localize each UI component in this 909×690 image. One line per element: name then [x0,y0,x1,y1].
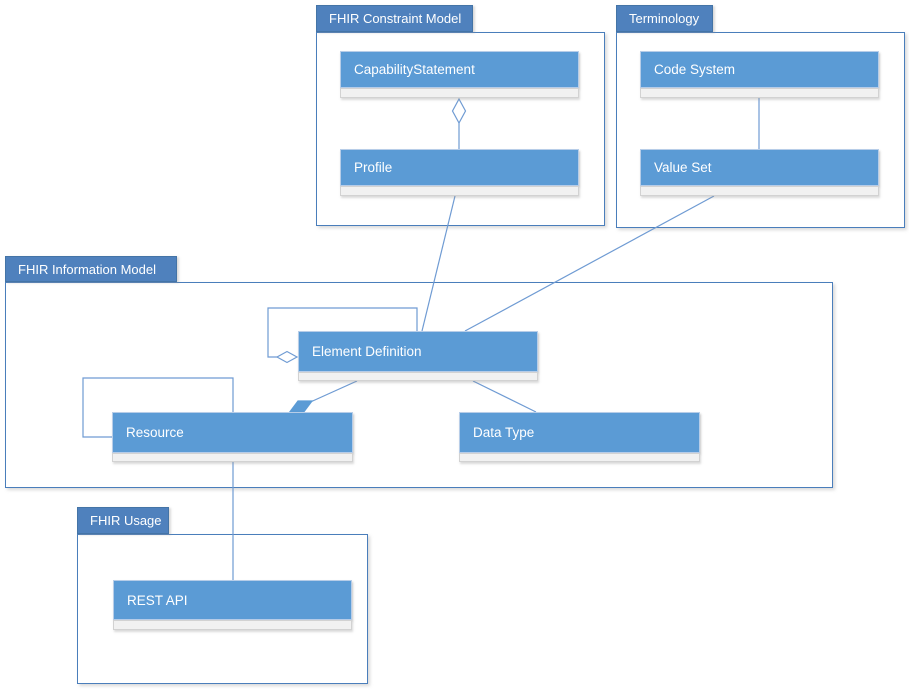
class-profile[interactable]: Profile [340,149,579,186]
connector-profile-elementdefinition[interactable] [421,195,456,332]
connector-line[interactable] [305,380,358,405]
package-tab-terminology[interactable]: Terminology [616,5,713,32]
class-compartment-data-type [459,453,700,462]
package-tab-usage[interactable]: FHIR Usage [77,507,169,534]
class-data-type[interactable]: Data Type [459,412,700,453]
class-label: Code System [654,62,736,77]
class-code-system[interactable]: Code System [640,51,879,88]
connector-elementdefinition-datatype[interactable] [472,380,537,413]
class-compartment-profile [340,186,579,196]
class-compartment-capability-statement [340,88,579,98]
class-label: Data Type [473,425,535,440]
package-tab-information-model[interactable]: FHIR Information Model [5,256,177,282]
class-label: Resource [126,425,184,440]
class-element-definition[interactable]: Element Definition [298,331,538,372]
package-label: Terminology [629,11,700,26]
class-label: REST API [127,592,188,608]
class-value-set[interactable]: Value Set [640,149,879,186]
package-label: FHIR Constraint Model [329,11,462,26]
class-label: Value Set [654,160,712,175]
class-compartment-element-definition [298,372,538,381]
connector-resource-self-loop[interactable] [82,377,234,438]
class-label: CapabilityStatement [354,62,475,77]
package-label: FHIR Information Model [18,261,156,277]
connector-capabilitystatement-profile[interactable] [451,97,467,149]
connector-valueset-elementdefinition[interactable] [464,195,715,332]
aggregation-open-diamond-icon [275,350,299,364]
class-rest-api[interactable]: REST API [113,580,352,620]
class-compartment-rest-api [113,620,352,630]
class-compartment-value-set [640,186,879,196]
connector-line[interactable] [267,307,418,358]
class-capability-statement[interactable]: CapabilityStatement [340,51,579,88]
class-resource[interactable]: Resource [112,412,353,453]
class-compartment-code-system [640,88,879,98]
package-label: FHIR Usage [90,513,162,528]
class-label: Profile [354,160,393,175]
class-compartment-resource [112,453,353,462]
connector-elementdefinition-self-loop[interactable] [267,307,418,364]
package-tab-constraint-model[interactable]: FHIR Constraint Model [316,5,473,32]
class-label: Element Definition [312,344,422,359]
aggregation-open-diamond-icon [451,97,467,125]
